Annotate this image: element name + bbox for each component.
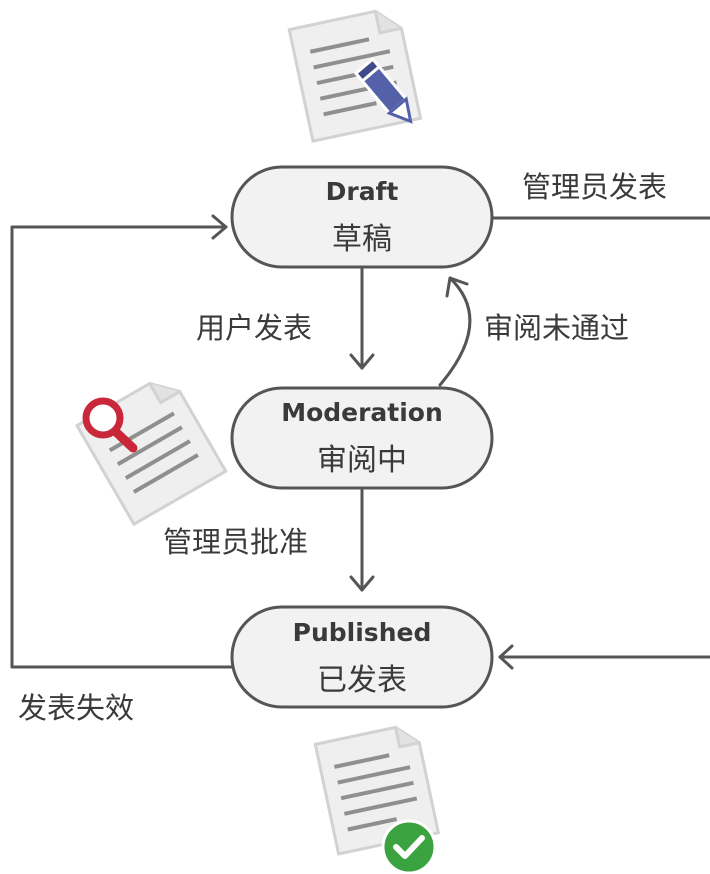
document-magnifier-icon <box>74 381 228 527</box>
arrowhead-draft-left <box>211 214 228 240</box>
state-moderation-label-zh: 审阅中 <box>317 443 407 478</box>
arrowhead-published <box>349 575 375 592</box>
arrowhead-published-right <box>498 644 514 670</box>
state-published: Published 已发表 <box>230 605 494 709</box>
arrowhead-draft-return <box>445 276 469 298</box>
label-review-failed: 审阅未通过 <box>484 311 629 345</box>
label-admin-publish: 管理员发表 <box>522 170 667 204</box>
state-published-label-zh: 已发表 <box>317 663 407 698</box>
state-published-label: Published <box>293 618 432 647</box>
arrowhead-moderation <box>349 353 375 370</box>
state-draft-label: Draft <box>326 177 399 206</box>
label-admin-approve: 管理员批准 <box>163 525 308 559</box>
edge-published-to-draft <box>10 225 234 669</box>
state-moderation-label: Moderation <box>281 398 443 427</box>
document-pencil-icon <box>287 9 423 143</box>
state-moderation: Moderation 审阅中 <box>230 386 494 490</box>
state-draft: Draft 草稿 <box>230 165 494 269</box>
label-user-publish: 用户发表 <box>196 311 312 345</box>
edge-moderation-to-draft <box>438 276 472 387</box>
label-publish-expired: 发表失效 <box>18 691 134 725</box>
state-draft-label-zh: 草稿 <box>332 222 392 257</box>
document-check-icon <box>313 725 441 874</box>
